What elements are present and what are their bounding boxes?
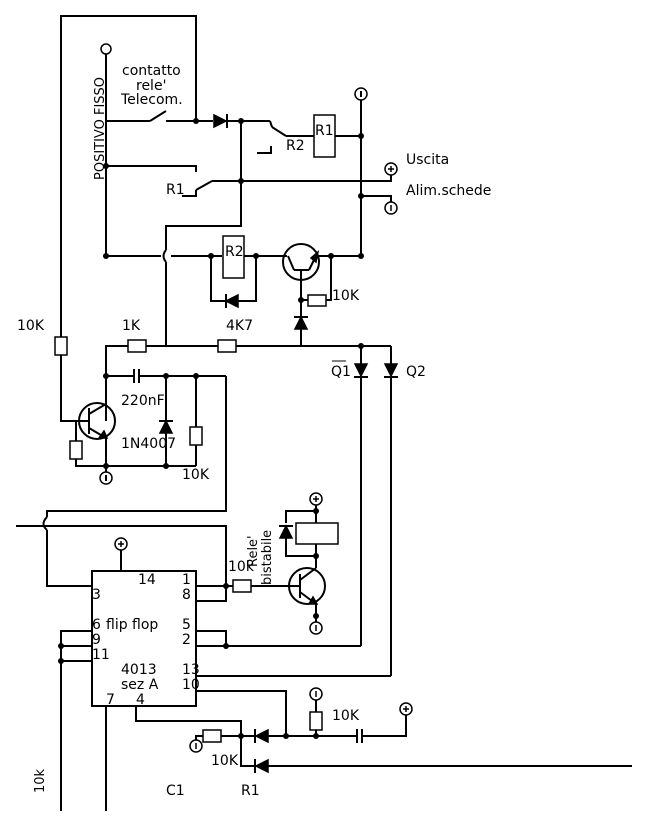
uscita-label: Uscita bbox=[406, 152, 449, 168]
ic-part-label: 4013 bbox=[121, 662, 157, 678]
r1-switch bbox=[106, 165, 391, 197]
rele-bistabile-label-2: bistabile bbox=[260, 530, 275, 585]
res-4k7-label: 4K7 bbox=[226, 318, 253, 334]
pin-10-label: 10 bbox=[182, 677, 200, 693]
telecom-relay-contact bbox=[106, 110, 213, 124]
bistable-relay-diode bbox=[278, 524, 294, 539]
pin-1-label: 1 bbox=[182, 572, 191, 588]
transistor-top bbox=[282, 243, 361, 300]
res-10k-vert-label: 10k bbox=[33, 768, 48, 793]
pin-11-label: 11 bbox=[92, 647, 110, 663]
res-10k-bottom-label: 10K bbox=[182, 467, 210, 483]
positivo-fisso-label: POSITIVO FISSO bbox=[93, 77, 108, 180]
r2-coil-label: R2 bbox=[225, 244, 244, 260]
pin-9-label: 9 bbox=[92, 632, 101, 648]
resistor-base-pulldown bbox=[69, 440, 83, 460]
diode-c1 bbox=[254, 728, 269, 744]
res-10k-ff-label: 10k bbox=[228, 559, 255, 575]
res-10k-r1-label: 10K bbox=[332, 708, 360, 724]
resistor-10k-base bbox=[307, 294, 327, 307]
resistor-4k7 bbox=[217, 339, 237, 353]
contatto-label-1: contatto bbox=[122, 63, 181, 79]
resistor-10k-bottom bbox=[189, 426, 203, 446]
resistor-10k-c1 bbox=[202, 729, 222, 743]
bottom-diode-network bbox=[189, 715, 632, 774]
r2-switch bbox=[257, 120, 314, 154]
resistor-10k-r1 bbox=[309, 711, 323, 731]
contatto-label-2: rele' bbox=[136, 78, 166, 94]
pin-5-label: 5 bbox=[182, 617, 191, 633]
r1-switch-label: R1 bbox=[166, 182, 185, 198]
r1-coil-label: R1 bbox=[315, 123, 334, 139]
r1-bottom-label: R1 bbox=[241, 783, 260, 799]
ic-name-label: flip flop bbox=[106, 617, 158, 633]
positive-input-terminal bbox=[100, 43, 112, 55]
alim-schede-label: Alim.schede bbox=[406, 183, 491, 199]
pin-2-label: 2 bbox=[182, 632, 191, 648]
cap-220nf-label: 220nF bbox=[121, 393, 165, 409]
r2-switch-label: R2 bbox=[286, 138, 305, 154]
q1-label: Q1 bbox=[331, 364, 351, 380]
res-10k-c1-label: 10K bbox=[211, 753, 239, 769]
ic-4013-flip-flop bbox=[91, 570, 197, 707]
res-1k-label: 1K bbox=[122, 318, 141, 334]
resistor-10k-left bbox=[54, 336, 68, 356]
q2-diode bbox=[383, 346, 399, 676]
pin-4-label: 4 bbox=[136, 692, 145, 708]
diode-1n4007 bbox=[158, 419, 174, 434]
negative-rail-right bbox=[354, 87, 368, 259]
res-10k-trans-label: 10K bbox=[332, 288, 360, 304]
transistor-left bbox=[78, 402, 116, 440]
res-10k-left-label: 10K bbox=[17, 318, 45, 334]
contatto-label-3: Telecom. bbox=[120, 92, 183, 108]
pin-13-label: 13 bbox=[182, 662, 200, 678]
rele-bistabile-label-1: Rele' bbox=[246, 535, 261, 567]
q1-diode bbox=[353, 346, 369, 646]
q2-label: Q2 bbox=[406, 364, 426, 380]
pin-3-label: 3 bbox=[92, 587, 101, 603]
diode-top bbox=[213, 113, 270, 129]
resistor-10k-ff bbox=[232, 579, 252, 593]
pin-6-label: 6 bbox=[92, 617, 101, 633]
ic-section-label: sez A bbox=[121, 677, 159, 693]
r2-freewheel-diode bbox=[224, 293, 239, 309]
transistor-relay-driver bbox=[288, 556, 326, 622]
pin-8-label: 8 bbox=[182, 587, 191, 603]
bistable-relay-coil bbox=[295, 522, 339, 545]
diode-r1 bbox=[254, 758, 269, 774]
pin-14-label: 14 bbox=[138, 572, 156, 588]
resistor-1k bbox=[127, 339, 147, 353]
diode-1n4007-label: 1N4007 bbox=[121, 436, 176, 452]
pin-7-label: 7 bbox=[106, 692, 115, 708]
c1-label: C1 bbox=[166, 783, 185, 799]
